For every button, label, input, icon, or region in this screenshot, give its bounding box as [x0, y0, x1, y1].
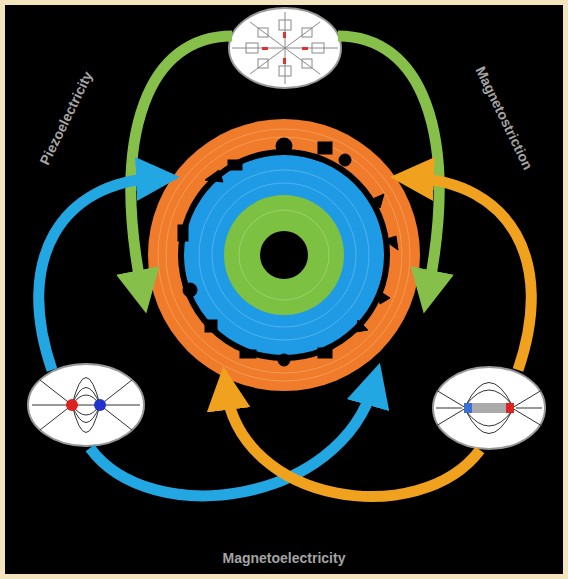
bar-magnet-picture: [433, 367, 545, 449]
application-icons: [178, 138, 398, 366]
effect-label: Magnetoelectricity: [220, 550, 349, 566]
background: [5, 5, 563, 574]
electric-dipole-picture: [28, 364, 144, 446]
central-rings: [148, 119, 420, 391]
effect-arrows: [39, 36, 532, 496]
stress-tensor-picture: [229, 8, 341, 88]
